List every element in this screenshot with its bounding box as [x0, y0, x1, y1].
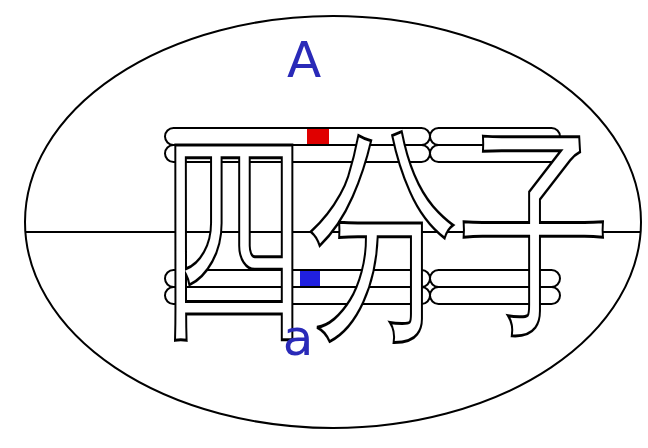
allele-label: a	[283, 313, 314, 363]
cell-outline	[25, 16, 641, 428]
allele-label: A	[287, 35, 321, 85]
watermark-text: 四分子	[157, 123, 613, 348]
